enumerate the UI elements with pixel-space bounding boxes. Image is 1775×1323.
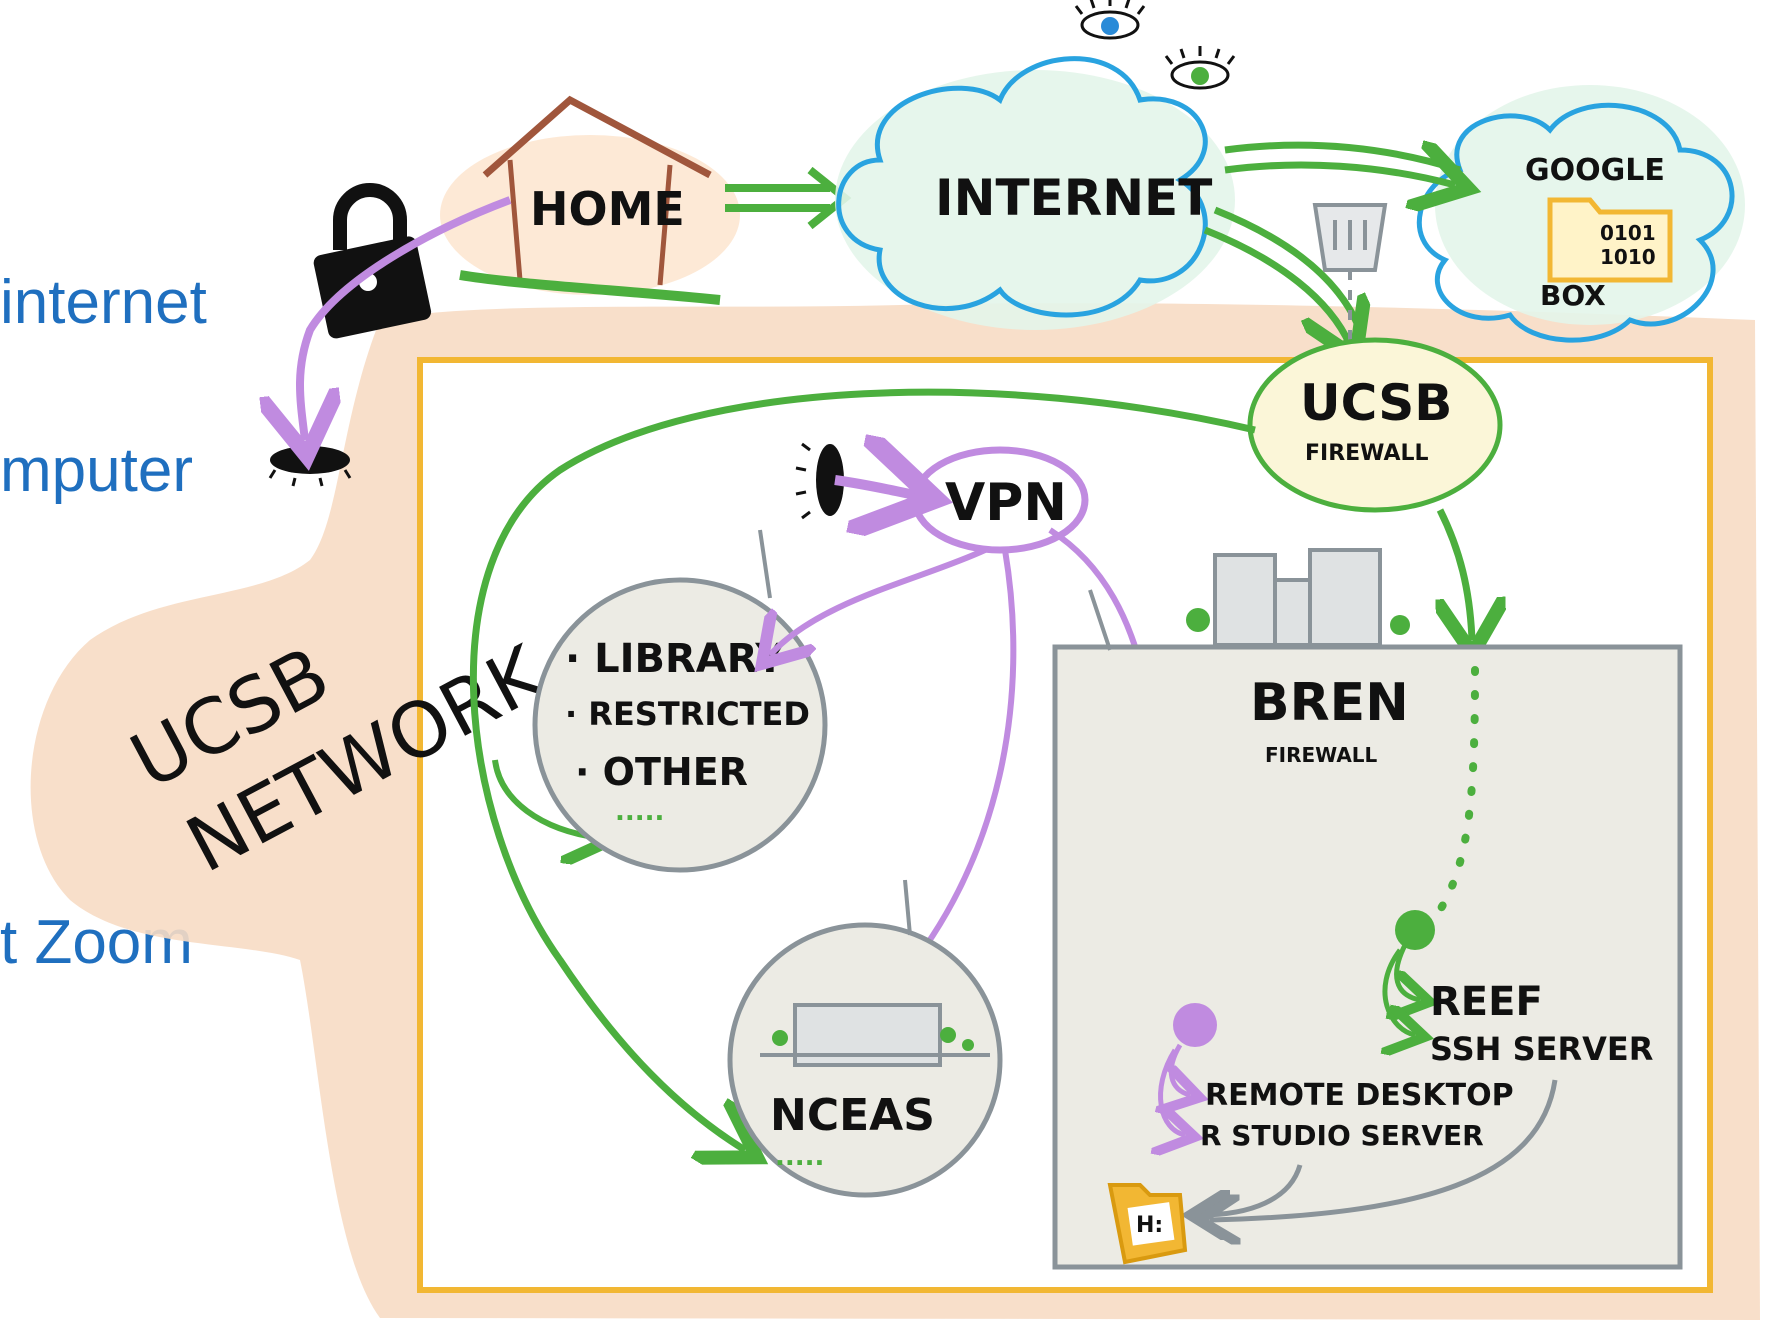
ucsb-label: UCSB: [1300, 374, 1452, 432]
ucsb-firewall-label: FIREWALL: [1305, 441, 1429, 466]
building-icon: [1186, 548, 1410, 647]
bren-firewall-label: FIREWALL: [1265, 743, 1378, 767]
gate-icon: [1312, 203, 1388, 350]
nceas-label: NCEAS: [770, 1090, 935, 1141]
ucsb-to-library-arrow: [492, 759, 600, 838]
internet-label: INTERNET: [935, 169, 1212, 227]
home-node: HOME: [440, 95, 740, 305]
plug-hole-icon: [795, 442, 844, 520]
folder-icon: H:: [1107, 1183, 1188, 1265]
folder-icon: 0101 1010: [1547, 197, 1673, 283]
remote-desktop-arrow-2: [1161, 1048, 1185, 1135]
hole-to-vpn-arrow: [834, 480, 915, 495]
internet-to-cloud-arrow: [1224, 145, 1460, 185]
ucsb-firewall-node: UCSB FIREWALL: [1247, 337, 1503, 513]
side-label-internet: internet: [0, 268, 207, 337]
google-box-cloud: GOOGLE 0101 1010 BOX: [1416, 85, 1745, 343]
ssh-to-h-arrow: [1210, 1079, 1558, 1220]
library-more: .....: [615, 797, 664, 827]
reef-label: REEF: [1430, 979, 1543, 1025]
binary-line1: 0101: [1600, 221, 1656, 245]
remote-desktop-endpoint: [1173, 1003, 1217, 1047]
vpn-node: VPN: [911, 446, 1089, 554]
lock-icon: [313, 183, 432, 339]
vpn-to-library-arrow: [770, 547, 987, 655]
restricted-label: · RESTRICTED: [565, 695, 810, 733]
library-node: · LIBRARY · RESTRICTED · OTHER .....: [532, 529, 828, 873]
ssh-server-label: SSH SERVER: [1430, 1030, 1653, 1068]
remote-desktop-label: REMOTE DESKTOP: [1205, 1078, 1514, 1113]
vpn-label: VPN: [945, 473, 1067, 533]
reef-endpoint: [1395, 910, 1435, 950]
ucsb-to-bren-arrow: [1440, 508, 1472, 640]
bren-node: BREN FIREWALL: [1052, 548, 1683, 1270]
nceas-node: NCEAS .....: [727, 879, 1003, 1198]
box-label: BOX: [1540, 279, 1606, 312]
internet-cloud: INTERNET: [835, 56, 1235, 330]
other-label: · OTHER: [575, 750, 748, 794]
bren-label: BREN: [1250, 673, 1409, 733]
eye-icon: [1074, 0, 1146, 40]
rstudio-server-label: R STUDIO SERVER: [1200, 1119, 1484, 1152]
ucsb-to-nceas-arrow: [469, 388, 1256, 1150]
h-drive-label: H:: [1136, 1213, 1163, 1238]
bren-to-reef-dotted-path: [1421, 666, 1479, 934]
nceas-more: .....: [775, 1142, 824, 1172]
reef-arrow-1: [1397, 943, 1420, 1000]
home-to-internet-arrow: [725, 166, 852, 230]
reef-arrow-2: [1385, 948, 1415, 1035]
side-label-computer: mputer: [0, 436, 193, 505]
library-label: · LIBRARY: [565, 636, 785, 682]
eye-icon: [1164, 46, 1236, 90]
building-icon: [760, 1003, 990, 1067]
home-to-hole-arrow: [300, 196, 512, 440]
google-label: GOOGLE: [1525, 153, 1665, 188]
vpn-to-nceas-arrow: [900, 549, 1017, 980]
binary-line2: 1010: [1600, 245, 1656, 269]
home-label: HOME: [530, 182, 685, 236]
